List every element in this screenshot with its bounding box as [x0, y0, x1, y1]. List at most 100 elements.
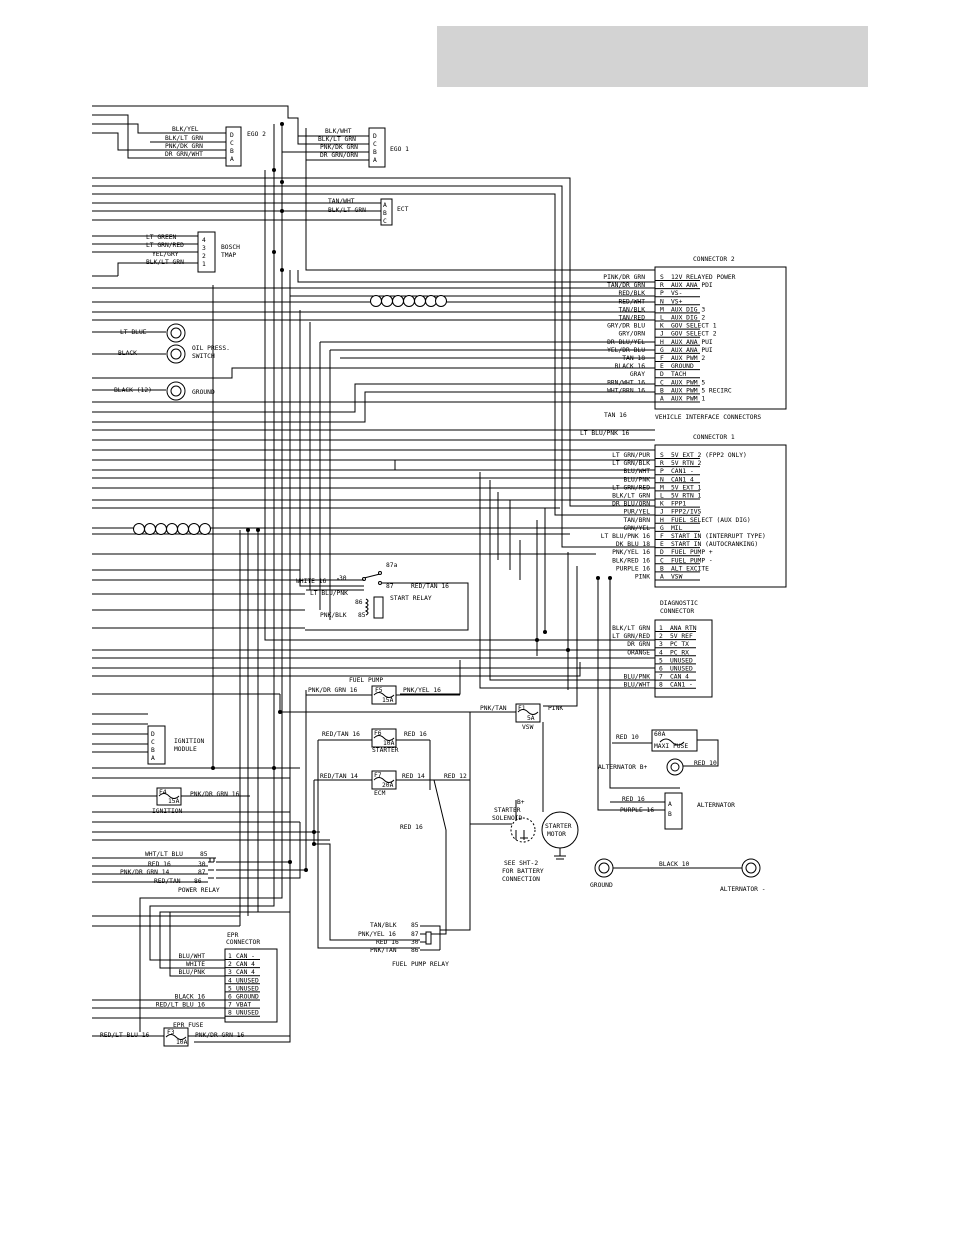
diagnostic-func-3: PC RX — [670, 649, 689, 656]
ignition-pin-a: A — [151, 755, 155, 762]
power-relay: WHT/LT BLU 85 RED 16 30 PNK/DR GRN 14 87… — [92, 851, 220, 894]
ground-top-label: GROUND — [192, 389, 215, 396]
diagnostic-wire-0: BLK/LT GRN — [612, 625, 650, 632]
epr-fuse-wire-in: RED/LT BLU 16 — [100, 1032, 149, 1039]
epr-wire-2: BLU/PNK — [178, 969, 205, 976]
connector1-func-0: 5V EXT 2 (FPP2 ONLY) — [671, 452, 747, 459]
diagnostic-title-1: DIAGNOSTIC — [660, 600, 698, 607]
power-relay-wire-2: RED 16 — [148, 861, 171, 868]
connector1-wire-2: BLU/WHT — [623, 468, 650, 475]
starter-motor-label-2: MOTOR — [547, 831, 566, 838]
connector2-wire-10: TAN 18 — [622, 355, 645, 362]
oil-pressure-switch: LT BLUE BLACK OIL PRESS. SWITCH — [118, 323, 230, 364]
connector2-wire-9: YEL/DR BLU — [607, 347, 645, 354]
ignition-fuse: F4 15A IGNITION PNK/DR GRN 16 — [152, 787, 250, 815]
epr-fuse: EPR FUSE F3 10A RED/LT BLU 16 PNK/DR GRN… — [92, 1022, 290, 1047]
oil-switch-label-1: OIL PRESS. — [192, 345, 230, 352]
ego1-pin-a: A — [373, 157, 377, 164]
fuel-pump-relay-term-2: 87 — [411, 931, 419, 938]
connector-2: CONNECTOR 2 VEHICLE INTERFACE CONNECTORS… — [580, 256, 787, 437]
wire-twist-top — [370, 295, 447, 307]
start-relay-wire-red-tan: RED/TAN 16 — [411, 583, 449, 590]
vsw-fuse-id: F1 — [518, 705, 526, 712]
ego1-sensor: D C B A EGO 1 BLK/WHT BLK/LT GRN PNK/DK … — [318, 127, 409, 168]
alternator-wire-purple: PURPLE 16 — [620, 807, 654, 814]
starter-note-3: CONNECTION — [502, 876, 540, 883]
tmap-label-1: BOSCH — [221, 244, 240, 251]
diagnostic-wire-3: ORANGE — [627, 649, 650, 656]
power-relay-wire-1: WHT/LT BLU — [145, 851, 183, 858]
diagnostic-wire-6: BLU/PNK — [623, 674, 650, 681]
epr-wire-1: WHITE — [186, 961, 205, 968]
diagnostic-func-0: ANA RTN — [670, 625, 697, 632]
ecm-wire-out: RED 14 — [402, 773, 425, 780]
connector2-wire-3: RED/WHT — [618, 298, 645, 305]
starter-fuse-wire-out: RED 16 — [404, 731, 427, 738]
diagnostic-pin-4: 5 — [659, 657, 663, 664]
fuel-pump-relay-label: FUEL PUMP RELAY — [392, 961, 449, 968]
connector1-pin-1: R — [660, 460, 664, 467]
connector2-func-14: AUX PWM 5 RECIRC — [671, 387, 732, 394]
connector2-pin-2: P — [660, 290, 664, 297]
connector1-wire-12: PNK/YEL 16 — [612, 549, 650, 556]
tmap-wire-3: YEL/GRY — [152, 251, 179, 258]
epr-func-5: GROUND — [236, 994, 259, 1001]
starter-solenoid-label-2: SOLENOID — [492, 815, 523, 822]
fuel-pump-relay-wire-2: PNK/YEL 16 — [358, 931, 396, 938]
maxi-fuse-label: MAXI FUSE — [654, 743, 688, 750]
connector1-wire-14: PURPLE 16 — [616, 565, 650, 572]
starter-fuse-label: STARTER — [372, 747, 399, 754]
connector2-pin-5: L — [660, 315, 664, 322]
epr-wire-6: RED/LT BLU 16 — [156, 1002, 205, 1009]
maxi-fuse: 60A MAXI FUSE RED 10 RED 10 — [616, 729, 717, 767]
connector1-func-7: FPP2/IVS — [671, 509, 702, 516]
fuel-pump-fuse-amps: 15A — [382, 697, 394, 704]
epr-func-3: UNUSED — [236, 977, 259, 984]
connector1-pin-4: M — [660, 484, 664, 491]
ego2-pin-c: C — [230, 140, 234, 147]
start-relay-label: START RELAY — [390, 595, 432, 602]
epr-wire-0: BLU/WHT — [178, 953, 205, 960]
connector1-func-13: FUEL PUMP - — [671, 557, 713, 564]
connector1-func-4: 5V EXT 1 — [671, 484, 702, 491]
oil-switch-wire-1: LT BLUE — [120, 329, 147, 336]
ect-wire-2: BLK/LT GRN — [328, 207, 366, 214]
connector2-pin-8: H — [660, 339, 664, 346]
start-relay-wire-white: WHITE 16 — [296, 578, 327, 585]
ignition-pin-b: B — [151, 747, 155, 754]
tmap-pin-2: 2 — [202, 253, 206, 260]
ecm-fuse: F7 20A ECM RED/TAN 14 RED 14 RED 12 — [314, 770, 470, 797]
alternator-bplus-label: ALTERNATOR B+ — [598, 764, 647, 771]
epr-fuse-amps: 10A — [176, 1039, 188, 1046]
epr-func-0: CAN - — [236, 953, 255, 960]
power-relay-label: POWER RELAY — [178, 887, 220, 894]
fuel-pump-fuse-id: F5 — [375, 687, 383, 694]
tmap-label-2: TMAP — [221, 252, 236, 259]
ego1-label: EGO 1 — [390, 146, 409, 153]
tmap-pin-4: 4 — [202, 237, 206, 244]
connector2-pin-9: G — [660, 347, 664, 354]
ect-label: ECT — [397, 206, 409, 213]
connector2-func-0: 12V RELAYED POWER — [671, 274, 736, 281]
fuel-pump-fuse: FUEL PUMP F5 15A PNK/DR GRN 16 PNK/YEL 1… — [306, 677, 460, 705]
epr-pin-0: 1 — [228, 953, 232, 960]
connector2-loose-wire-1: TAN 16 — [604, 412, 627, 419]
diagnostic-func-7: CAN1 - — [670, 682, 693, 689]
ego2-label: EGO 2 — [247, 131, 266, 138]
vsw-fuse-amps: 5A — [527, 715, 535, 722]
diagnostic-title-2: CONNECTOR — [660, 608, 694, 615]
ground-top-wire: BLACK (12) — [114, 387, 152, 394]
starter-fuse-amps: 10A — [383, 740, 395, 747]
power-relay-wire-3: PNK/DR GRN 14 — [120, 869, 169, 876]
oil-switch-label-2: SWITCH — [192, 353, 215, 360]
connector1-wire-0: LT GRN/PUR — [612, 452, 650, 459]
connector1-wire-8: TAN/BRN — [623, 517, 650, 524]
epr-wire-5: BLACK 16 — [175, 994, 206, 1001]
connector2-func-7: GOV SELECT 2 — [671, 331, 717, 338]
connector2-pin-13: C — [660, 379, 664, 386]
connector1-func-11: START IN (AUTOCRANKING) — [671, 541, 758, 548]
vsw-fuse: F1 5A VSW PNK/TAN PINK — [480, 703, 563, 731]
connector2-pin-3: N — [660, 298, 664, 305]
ego2-pin-a: A — [230, 156, 234, 163]
connector2-func-11: GROUND — [671, 363, 694, 370]
